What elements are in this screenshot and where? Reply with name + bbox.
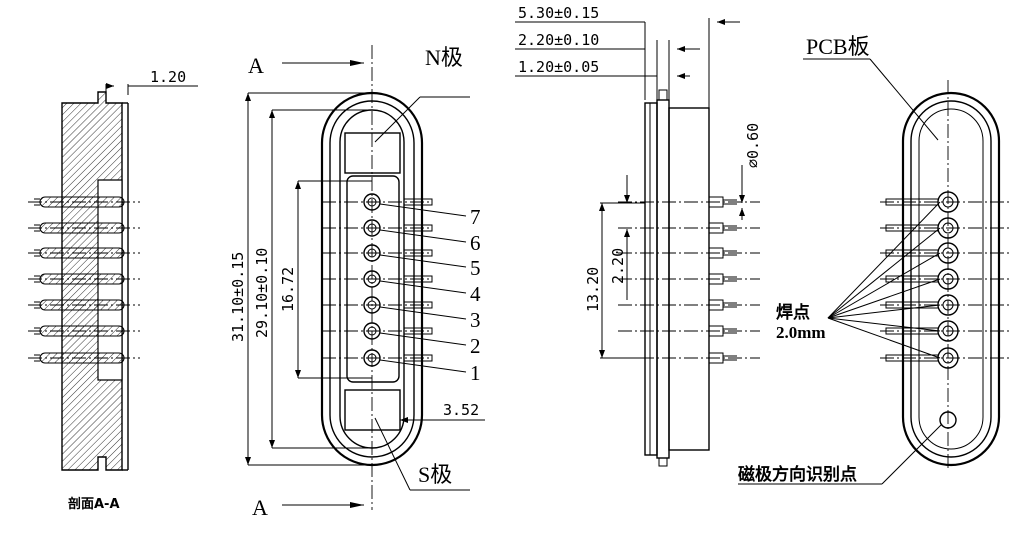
solder-leader: [827, 278, 941, 319]
section-label-bottom: A: [252, 495, 268, 520]
solder-size: 2.0mm: [776, 323, 826, 342]
side-body: [644, 89, 710, 467]
back-view: PCB板 焊点 2.0mm 磁极方向识别点: [738, 34, 1010, 485]
side-dim-span-label: 13.20: [584, 267, 602, 312]
pin-leader: [379, 359, 467, 373]
back-pin-lead: [885, 354, 939, 362]
pin-number: 6: [470, 231, 481, 255]
side-view: 5.30±0.15 2.20±0.10 1.20±0.05 ⌀0.60 13.2…: [515, 4, 762, 467]
pin-leader: [379, 203, 467, 217]
pin-number: 3: [470, 308, 481, 332]
pin-number: 7: [470, 205, 481, 229]
solder-leader: [827, 304, 941, 319]
dim-width: 3.52: [399, 395, 485, 430]
north-label-group: N极: [374, 45, 470, 143]
side-dim-pin-dia: ⌀0.60: [739, 123, 762, 220]
solder-leader: [827, 317, 941, 332]
pin-lead: [403, 327, 433, 335]
solder-leader: [827, 201, 941, 319]
pin-leader: [379, 280, 467, 294]
magnet-label-group: 磁极方向识别点: [738, 423, 943, 485]
section-view: 1.20 剖面A-A: [28, 68, 198, 512]
dim-overall: 31.10±0.15: [229, 92, 372, 466]
section-dim-top: 1.20: [105, 68, 198, 95]
dim-overall-label: 31.10±0.15: [229, 252, 247, 342]
side-pin-head: [708, 352, 724, 364]
pin-number: 5: [470, 256, 481, 280]
solder-leader: [827, 227, 941, 319]
pin-number: 1: [470, 361, 481, 385]
pin-leader: [379, 332, 467, 346]
dim-inner: 29.10±0.10: [253, 109, 372, 449]
pin-lead: [403, 249, 433, 257]
back-pin-lead: [885, 275, 939, 283]
side-pin-head: [708, 247, 724, 259]
section-pins: [28, 196, 140, 364]
side-pin-head: [708, 299, 724, 311]
pin-lead: [403, 224, 433, 232]
side-dims-top: 5.30±0.15 2.20±0.10 1.20±0.05: [515, 4, 740, 108]
south-label: S极: [418, 462, 452, 487]
magnet-label: 磁极方向识别点: [738, 464, 857, 484]
dim-inner-label: 29.10±0.10: [253, 248, 271, 338]
section-dim-top-label: 1.20: [150, 68, 186, 86]
pin-lead: [403, 275, 433, 283]
side-pin-head: [708, 222, 724, 234]
dim-pitch-span-label: 16.72: [279, 267, 297, 312]
side-dim-span: 13.20: [584, 202, 645, 359]
pcb-label: PCB板: [806, 34, 870, 59]
side-dim-pitch: 2.20: [609, 175, 630, 300]
solder-leader: [827, 317, 941, 359]
section-arrow-bottom: A: [252, 495, 364, 520]
pin-leader: [379, 254, 467, 268]
pin-leader: [379, 306, 467, 320]
side-pin-head: [708, 325, 724, 337]
south-label-group: S极: [374, 417, 470, 491]
side-pin-head: [708, 196, 724, 208]
pin-number: 2: [470, 334, 481, 358]
solder-leader: [827, 252, 941, 319]
pin-leader: [379, 229, 467, 243]
side-dim-2: 2.20±0.10: [518, 31, 599, 49]
pin-lead: [403, 198, 433, 206]
dim-width-label: 3.52: [443, 401, 479, 419]
solder-leaders: [827, 201, 941, 359]
side-pins: [618, 196, 760, 364]
pcb-label-group: PCB板: [803, 34, 939, 141]
pin-lead: [403, 354, 433, 362]
solder-label: 焊点: [776, 302, 810, 322]
pin-number: 4: [470, 282, 481, 306]
side-pin-head: [708, 273, 724, 285]
section-arrow-top: A: [248, 53, 364, 78]
section-caption: 剖面A-A: [68, 496, 120, 512]
section-label-top: A: [248, 53, 264, 78]
pin-lead: [403, 301, 433, 309]
side-dim-3: 1.20±0.05: [518, 58, 599, 76]
side-dim-1: 5.30±0.15: [518, 4, 599, 22]
dim-pitch-span: 16.72: [279, 180, 372, 379]
side-dim-pin-dia-label: ⌀0.60: [744, 123, 762, 168]
back-pin-lead: [885, 198, 939, 206]
side-dim-pitch-label: 2.20: [609, 248, 627, 284]
north-label: N极: [425, 45, 463, 70]
